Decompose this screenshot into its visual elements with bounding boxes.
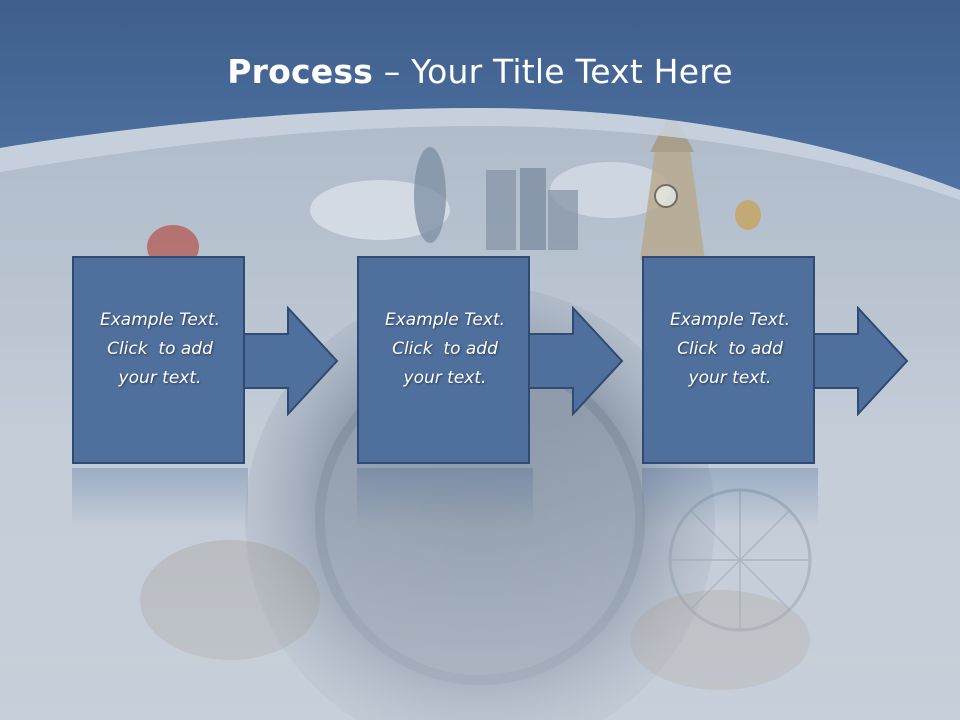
- step-line: your text.: [688, 368, 772, 388]
- step-reflection: [357, 468, 533, 528]
- arrow-right-icon: [243, 306, 339, 416]
- fade-overlay: [0, 420, 960, 720]
- arrow-right-icon: [813, 306, 909, 416]
- step-line: Click to add: [677, 339, 783, 359]
- step-box: [642, 256, 815, 464]
- cloud-shape: [550, 162, 670, 218]
- step-line: Click to add: [392, 339, 498, 359]
- header-band: [0, 0, 960, 200]
- process-step[interactable]: Example Text. Click to add your text.: [72, 256, 248, 466]
- step-line: Example Text.: [669, 310, 791, 330]
- step-text[interactable]: Example Text. Click to add your text.: [650, 306, 810, 393]
- step-line: Example Text.: [99, 310, 221, 330]
- page-title: Process – Your Title Text Here: [0, 52, 960, 91]
- title-bold: Process: [227, 52, 374, 91]
- skyscraper-icon: [414, 147, 578, 250]
- step-reflection: [72, 468, 248, 528]
- step-box: [72, 256, 245, 464]
- step-text[interactable]: Example Text. Click to add your text.: [80, 306, 240, 393]
- title-rest: – Your Title Text Here: [373, 52, 733, 91]
- step-line: Click to add: [107, 339, 213, 359]
- process-step[interactable]: Example Text. Click to add your text.: [642, 256, 818, 466]
- step-text[interactable]: Example Text. Click to add your text.: [365, 306, 525, 393]
- step-line: your text.: [118, 368, 202, 388]
- process-step[interactable]: Example Text. Click to add your text.: [357, 256, 533, 466]
- step-line: your text.: [403, 368, 487, 388]
- step-reflection: [642, 468, 818, 528]
- step-box: [357, 256, 530, 464]
- step-line: Example Text.: [384, 310, 506, 330]
- arrow-right-icon: [528, 306, 624, 416]
